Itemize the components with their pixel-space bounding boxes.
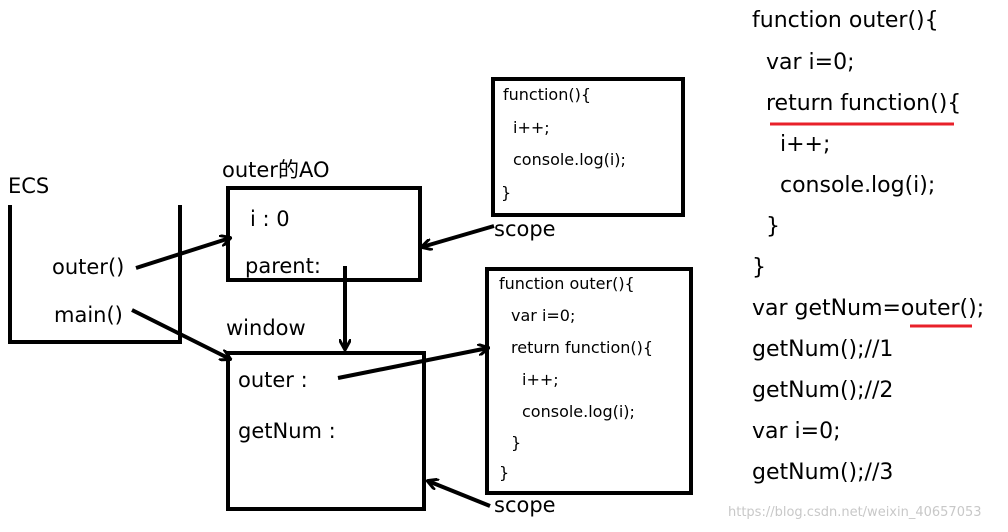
source-line: } <box>752 255 766 280</box>
outer-fn-line: } <box>499 463 510 482</box>
source-line: console.log(i); <box>780 173 936 198</box>
ecs-stack-outline <box>8 205 182 344</box>
arrow-ecs-main-to-window <box>131 308 230 359</box>
ecs-title: ECS <box>8 174 50 198</box>
outer-fn-line: var i=0; <box>511 306 576 325</box>
inner-fn-line: function(){ <box>503 85 592 104</box>
source-line: getNum();//2 <box>752 378 894 403</box>
ecs-item-outer: outer() <box>52 255 125 279</box>
outer-function-box <box>485 267 693 495</box>
window-box <box>226 351 426 511</box>
window-field-getnum: getNum : <box>238 419 336 443</box>
outer-fn-line: } <box>511 433 522 452</box>
ao-title: outer的AO <box>222 158 330 182</box>
ao-field-i: i : 0 <box>250 207 290 231</box>
source-line: } <box>766 214 780 239</box>
source-line: function outer(){ <box>752 8 939 33</box>
outer-fn-line: console.log(i); <box>522 402 635 421</box>
outer-scope-label: scope <box>494 493 556 517</box>
window-field-outer: outer : <box>238 368 308 392</box>
outer-fn-line: i++; <box>522 370 559 389</box>
arrow-inner-scope-to-ao <box>422 224 495 247</box>
outer-fn-line: return function(){ <box>511 338 654 357</box>
arrow-window-outer-to-function <box>337 348 488 380</box>
window-title: window <box>226 316 306 340</box>
ao-field-parent: parent: <box>245 254 321 278</box>
outer-fn-line: function outer(){ <box>499 274 635 293</box>
arrow-ecs-outer-to-ao <box>135 238 230 270</box>
source-line: var i=0; <box>752 419 841 444</box>
ao-box <box>226 186 422 282</box>
source-line: var getNum=outer(); <box>752 296 985 321</box>
watermark: https://blog.csdn.net/weixin_40657053 <box>728 505 982 520</box>
inner-scope-label: scope <box>494 217 556 241</box>
source-line: i++; <box>780 132 831 157</box>
inner-fn-line: i++; <box>513 118 550 137</box>
source-line: var i=0; <box>766 50 855 75</box>
inner-fn-line: console.log(i); <box>513 150 626 169</box>
arrow-outer-scope-to-window <box>428 481 491 508</box>
ecs-item-main: main() <box>54 303 123 327</box>
source-line: getNum();//3 <box>752 460 894 485</box>
inner-function-box <box>491 77 685 217</box>
inner-fn-line: } <box>501 183 512 202</box>
source-line: return function(){ <box>766 91 962 116</box>
source-line: getNum();//1 <box>752 337 894 362</box>
